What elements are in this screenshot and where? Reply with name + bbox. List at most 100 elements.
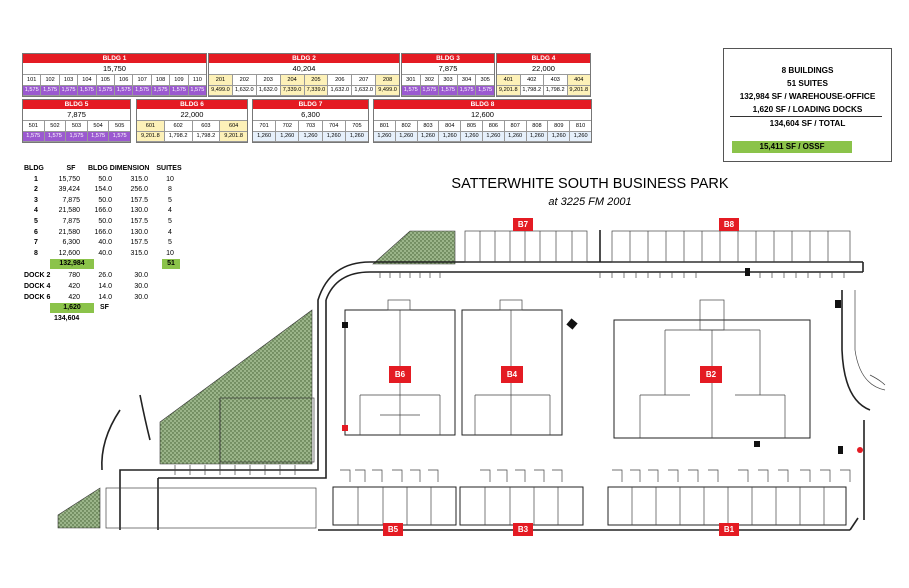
label-b7[interactable]: B7 — [513, 218, 533, 231]
table-cell: SF — [66, 165, 76, 172]
suite-sf: 9,201.8 — [137, 132, 165, 142]
table-cell: 5 — [34, 218, 38, 225]
bldg2-total: 40,204 — [209, 63, 399, 75]
table-cell: 4 — [168, 228, 172, 236]
label-b6[interactable]: B6 — [389, 366, 411, 383]
suite-sf: 1,575 — [476, 86, 494, 96]
bldg3-header: BLDG 3 — [402, 54, 494, 63]
suite-sf: 7,339.0 — [280, 86, 305, 96]
suite-number: 505 — [109, 121, 130, 132]
suite-number: 702 — [276, 121, 300, 132]
bldg6-total: 22,000 — [137, 109, 247, 121]
left-structure — [105, 397, 317, 529]
suite-number: 810 — [570, 121, 591, 132]
suite-number: 403 — [544, 75, 568, 86]
suite-sf: 1,575 — [41, 86, 60, 96]
table-cell: DOCK 4 — [24, 283, 51, 290]
table-cell: 5 — [168, 239, 172, 247]
suite-number: 705 — [345, 121, 369, 132]
suite-sf: 1,260 — [299, 132, 323, 142]
suite-number: 402 — [520, 75, 544, 86]
suite-sf: 1,260 — [526, 132, 549, 142]
suite-number: 808 — [526, 121, 549, 132]
summary-warehouse: 132,984 SF / WAREHOUSE-OFFICE — [739, 92, 876, 101]
building-b2-shape — [613, 299, 811, 439]
table-cell: 315.0 — [130, 249, 148, 257]
table-cell: SUITES — [156, 165, 182, 172]
label-b3[interactable]: B3 — [513, 523, 533, 536]
ossf-badge: 15,411 SF / OSSF — [732, 141, 852, 153]
suite-sf: 1,575 — [78, 86, 97, 96]
suite-number: 106 — [115, 75, 134, 86]
suite-sf: 1,260 — [548, 132, 571, 142]
suite-sf: 1,575 — [402, 86, 421, 96]
parking-ticks-top — [379, 272, 845, 278]
suite-sf: 1,260 — [253, 132, 277, 142]
table-cell: 2 — [34, 186, 38, 194]
suite-sf: 1,575 — [66, 132, 88, 142]
table-cell: 3 — [34, 196, 38, 204]
label-b2[interactable]: B2 — [700, 366, 722, 383]
suite-number: 107 — [133, 75, 152, 86]
suite-number: 703 — [299, 121, 323, 132]
green-area-left — [159, 309, 313, 465]
suite-sf: 1,575 — [133, 86, 152, 96]
table-cell: 130.0 — [130, 207, 148, 215]
table-cell: 39,424 — [58, 186, 80, 194]
table-cell: 7,875 — [62, 196, 80, 204]
bldg8-total: 12,600 — [374, 109, 591, 121]
suite-number: 604 — [220, 121, 247, 132]
suite-number: 801 — [374, 121, 396, 132]
page-subtitle: at 3225 FM 2001 — [548, 196, 632, 208]
table-cell: 40.0 — [98, 239, 112, 247]
suite-sf: 9,201.8 — [220, 132, 247, 142]
table-cell: 4 — [34, 207, 38, 215]
suite-number: 202 — [232, 75, 257, 86]
table-cell: 157.5 — [130, 196, 148, 204]
page-title: SATTERWHITE SOUTH BUSINESS PARK — [451, 176, 729, 192]
suite-sf: 7,339.0 — [304, 86, 329, 96]
label-b8[interactable]: B8 — [719, 218, 739, 231]
grand-total-row: 134,604 — [20, 314, 185, 324]
table-cell: BLDG — [24, 165, 44, 172]
label-b1[interactable]: B1 — [719, 523, 739, 536]
label-b4[interactable]: B4 — [501, 366, 523, 383]
bldg7-header: BLDG 7 — [253, 100, 368, 109]
table-cell: 8 — [34, 249, 38, 257]
suite-number: 303 — [439, 75, 458, 86]
suite-sf: 1,260 — [461, 132, 483, 142]
marker-dot — [857, 447, 863, 453]
suite-number: 501 — [23, 121, 45, 132]
suite-sf: 1,575 — [59, 86, 79, 96]
suite-number: 305 — [476, 75, 494, 86]
suite-number: 301 — [402, 75, 421, 86]
table-cell: 10 — [166, 249, 174, 257]
building-b4-shape — [461, 299, 563, 436]
sf-label: SF — [100, 304, 109, 312]
suite-sf: 1,575 — [23, 132, 45, 142]
suite-sf: 1,575 — [23, 86, 42, 96]
suite-sf: 1,260 — [417, 132, 440, 142]
main-road-outline — [119, 261, 863, 530]
suite-sf: 1,260 — [504, 132, 527, 142]
label-b5[interactable]: B5 — [383, 523, 403, 536]
table-cell: 1 — [34, 175, 38, 183]
table-cell: 7 — [34, 239, 38, 247]
bldg1-total: 15,750 — [23, 63, 206, 75]
bldg8-header: BLDG 8 — [374, 100, 591, 109]
table-cell: DOCK 6 — [24, 293, 51, 301]
suite-number: 203 — [256, 75, 281, 86]
suite-number: 803 — [417, 121, 440, 132]
table-cell: 420 — [68, 283, 80, 290]
table-cell: 6,300 — [62, 239, 80, 247]
